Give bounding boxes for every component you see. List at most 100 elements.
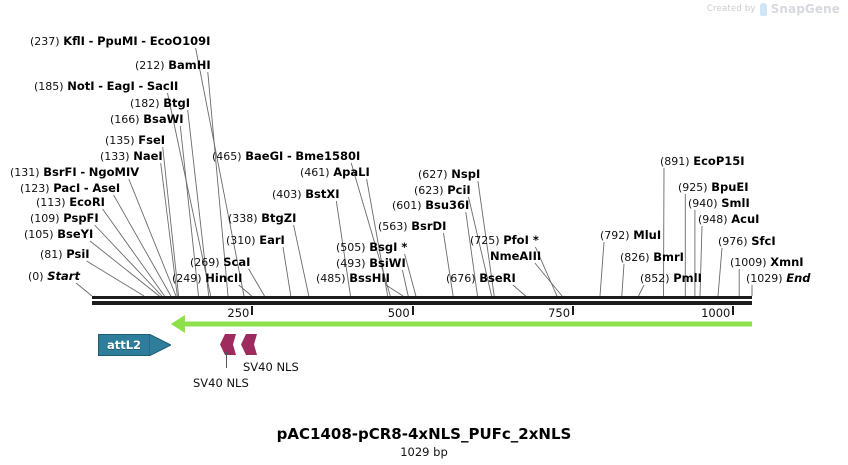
site-position: (485) xyxy=(316,272,346,285)
restriction-site-label[interactable]: NmeAIII xyxy=(490,250,541,262)
restriction-site-label[interactable]: (81) PsiI xyxy=(40,248,90,261)
restriction-site-label[interactable]: (131) BsrFI - NgoMIV xyxy=(10,165,140,179)
restriction-site-label[interactable]: (123) PacI - AseI xyxy=(20,181,121,195)
site-position: (1009) xyxy=(730,256,767,269)
restriction-site-label[interactable]: (461) ApaLI xyxy=(300,166,370,179)
site-enzyme-name: BsrFI xyxy=(43,165,77,179)
site-enzyme-name: NmeAIII xyxy=(490,249,542,263)
site-position: (627) xyxy=(418,168,448,181)
site-leader-line xyxy=(534,262,563,297)
site-leader-line xyxy=(638,284,645,297)
site-enzyme-name: ApaLI xyxy=(333,165,370,179)
restriction-site-label[interactable]: (601) Bsu36I xyxy=(392,199,469,212)
restriction-site-label[interactable]: (182) BtgI xyxy=(130,97,190,110)
restriction-site-label[interactable]: (925) BpuEI xyxy=(678,181,749,194)
site-enzyme-name: SacII xyxy=(146,79,179,93)
site-enzyme-name: BtgI xyxy=(163,96,191,110)
restriction-site-label[interactable]: (948) AcuI xyxy=(698,213,759,226)
site-position: (976) xyxy=(718,235,748,248)
snapgene-logo-icon xyxy=(759,2,767,16)
site-position: (133) xyxy=(100,150,130,163)
restriction-site-label[interactable]: (212) BamHI xyxy=(135,59,211,72)
restriction-site-label[interactable]: (852) PmlI xyxy=(640,272,702,285)
restriction-site-label[interactable]: (891) EcoP15I xyxy=(660,155,745,168)
site-enzyme-name: PmlI xyxy=(673,271,702,285)
restriction-site-label[interactable]: (826) BmrI xyxy=(620,251,684,264)
restriction-site-label[interactable]: (166) BsaWI xyxy=(110,113,184,126)
ruler-tick-label: 250 xyxy=(227,306,250,320)
restriction-site-label[interactable]: (976) SfcI xyxy=(718,235,776,248)
restriction-site-label[interactable]: (0) Start xyxy=(28,270,80,283)
watermark-created-by-text: Created by xyxy=(706,4,756,14)
restriction-site-label[interactable]: (249) HincII xyxy=(172,272,242,285)
site-enzyme-name: BtgZI xyxy=(261,211,297,225)
site-leader-line xyxy=(443,232,454,297)
site-enzyme-name: EcoO109I xyxy=(149,34,211,48)
feature-sv40-nls-shape[interactable] xyxy=(241,334,257,355)
ruler-tick xyxy=(251,306,254,315)
restriction-site-label[interactable]: (493) BsiWI xyxy=(336,257,406,270)
site-enzyme-name: PfoI * xyxy=(503,233,539,247)
restriction-site-label[interactable]: (237) KflI - PpuMI - EcoO109I xyxy=(30,34,211,48)
restriction-site-label[interactable]: (185) NotI - EagI - SacII xyxy=(34,79,179,93)
restriction-site-label[interactable]: (940) SmlI xyxy=(688,197,750,210)
restriction-site-label[interactable]: (792) MluI xyxy=(600,229,661,242)
restriction-site-label[interactable]: (1029) End xyxy=(746,272,811,285)
feature-attl2-label: attL2 xyxy=(106,338,142,352)
site-enzyme-name: NgoMIV xyxy=(88,165,140,179)
restriction-site-label[interactable]: (133) NaeI xyxy=(100,150,163,163)
feature-attl2[interactable]: attL2 xyxy=(98,334,171,356)
site-enzyme-name: BssHII xyxy=(349,271,390,285)
restriction-site-label[interactable]: (135) FseI xyxy=(105,134,165,147)
restriction-site-label[interactable]: (105) BseYI xyxy=(24,228,93,241)
site-enzyme-name: ScaI xyxy=(223,255,251,269)
site-position: (925) xyxy=(678,181,708,194)
restriction-site-label[interactable]: (113) EcoRI xyxy=(36,196,105,209)
restriction-site-label[interactable]: (676) BseRI xyxy=(446,272,516,285)
site-enzyme-name: BaeGI xyxy=(245,149,284,163)
site-position: (81) xyxy=(40,248,63,261)
site-enzyme-name: KflI xyxy=(63,34,85,48)
restriction-site-label[interactable]: (505) BsgI * xyxy=(336,241,407,254)
restriction-site-label[interactable]: (109) PspFI xyxy=(30,212,99,225)
site-position: (852) xyxy=(640,272,670,285)
restriction-site-label[interactable]: (627) NspI xyxy=(418,168,480,181)
site-enzyme-name: HincII xyxy=(205,271,243,285)
site-leader-line xyxy=(699,225,703,297)
site-enzyme-name: XmnI xyxy=(770,255,804,269)
restriction-site-label[interactable]: (623) PciI xyxy=(414,184,471,197)
site-position: (601) xyxy=(392,199,422,212)
feature-sv40-nls-label-1: SV40 NLS xyxy=(193,376,249,390)
site-leader-line xyxy=(94,224,163,297)
restriction-site-label[interactable]: (1009) XmnI xyxy=(730,256,804,269)
site-position: (237) xyxy=(30,35,60,48)
feature-sv40-nls-shape[interactable] xyxy=(220,334,236,355)
site-enzyme-name: NotI xyxy=(67,79,95,93)
restriction-site-label[interactable]: (465) BaeGI - Bme1580I xyxy=(212,149,361,163)
restriction-site-label[interactable]: (310) EarI xyxy=(226,234,285,247)
restriction-site-label[interactable]: (338) BtgZI xyxy=(228,212,296,225)
attl2-arrowhead-icon xyxy=(149,334,171,356)
site-enzyme-name: EcoRI xyxy=(69,195,105,209)
site-position: (948) xyxy=(698,213,728,226)
restriction-site-label[interactable]: (725) PfoI * xyxy=(470,234,539,247)
site-leader-line xyxy=(385,284,404,297)
site-position: (725) xyxy=(470,234,500,247)
site-leader-line xyxy=(248,268,265,297)
site-enzyme-name: PsiI xyxy=(66,247,90,261)
nls-leader-line-1 xyxy=(226,352,227,368)
site-leader-line xyxy=(293,224,310,297)
restriction-site-label[interactable]: (485) BssHII xyxy=(316,272,390,285)
restriction-site-label[interactable]: (563) BsrDI xyxy=(378,220,446,233)
restriction-site-label[interactable]: (269) ScaI xyxy=(190,256,250,269)
site-position: (563) xyxy=(378,220,408,233)
restriction-site-label[interactable]: (403) BstXI xyxy=(272,188,340,201)
plasmid-length: 1029 bp xyxy=(400,445,448,459)
site-enzyme-name: BsrDI xyxy=(411,219,447,233)
site-enzyme-name: NaeI xyxy=(133,149,163,163)
site-enzyme-name: PspFI xyxy=(63,211,99,225)
site-position: (109) xyxy=(30,212,60,225)
orf-arrow-shape[interactable] xyxy=(170,315,752,333)
site-enzyme-name: AcuI xyxy=(731,212,760,226)
